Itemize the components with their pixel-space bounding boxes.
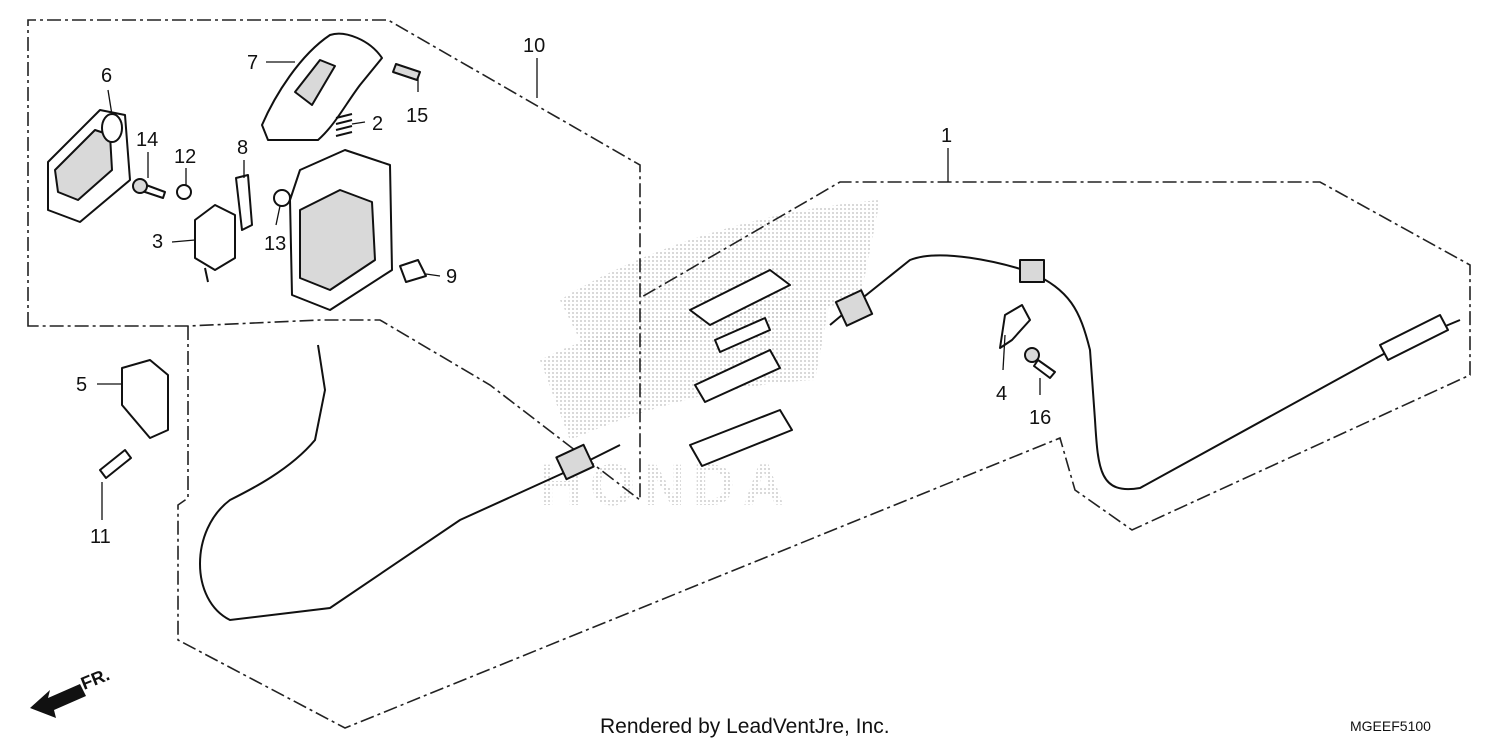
part-9-clip [399, 259, 427, 283]
part-2-spring [335, 113, 353, 137]
callout-11: 11 [90, 526, 111, 548]
watermark-logo: HONDA [540, 200, 880, 518]
callout-15: 15 [406, 105, 428, 127]
callout-5: 5 [76, 374, 87, 396]
callout-16: 16 [1029, 407, 1051, 429]
front-label: FR. [78, 664, 112, 693]
part-6-bracket [47, 109, 131, 223]
group-1-outline [177, 181, 1471, 729]
part-15-pin [392, 63, 421, 81]
part-7-lever-cover [261, 32, 383, 141]
part-5-bracket [121, 359, 169, 439]
callout-14: 14 [136, 129, 158, 151]
part-13-nut [273, 189, 291, 207]
front-direction-indicator: FR. [30, 664, 112, 718]
callout-10: 10 [523, 35, 545, 57]
front-arrow-icon [30, 684, 86, 718]
callout-9: 9 [446, 266, 457, 288]
part-4-clamp [999, 304, 1031, 349]
footer-credit: Rendered by LeadVentJre, Inc. [600, 715, 890, 738]
part-8-clip [235, 174, 253, 231]
cable-boot-parts [689, 269, 793, 467]
leader-lines [97, 58, 1041, 520]
callout-7: 7 [247, 52, 258, 74]
part-11-bolt [99, 449, 132, 479]
part-14-screw [132, 178, 166, 199]
callout-2: 2 [372, 113, 383, 135]
part-16-bolt [1024, 347, 1056, 379]
callout-1: 1 [941, 125, 952, 147]
callout-3: 3 [152, 231, 163, 253]
part-12-washer [176, 184, 192, 200]
callout-labels: 1 2 3 4 5 6 7 8 9 10 11 12 13 14 15 16 [76, 35, 1051, 548]
callout-13: 13 [264, 233, 286, 255]
part-3-switch [194, 204, 236, 283]
lever-housing [289, 149, 393, 311]
diagram-code: MGEEF5100 [1350, 718, 1431, 734]
callout-12: 12 [174, 146, 196, 168]
group-10-outline [27, 19, 641, 502]
callout-4: 4 [996, 383, 1007, 405]
callout-8: 8 [237, 137, 248, 159]
callout-6: 6 [101, 65, 112, 87]
part-1-cable [199, 254, 1461, 622]
